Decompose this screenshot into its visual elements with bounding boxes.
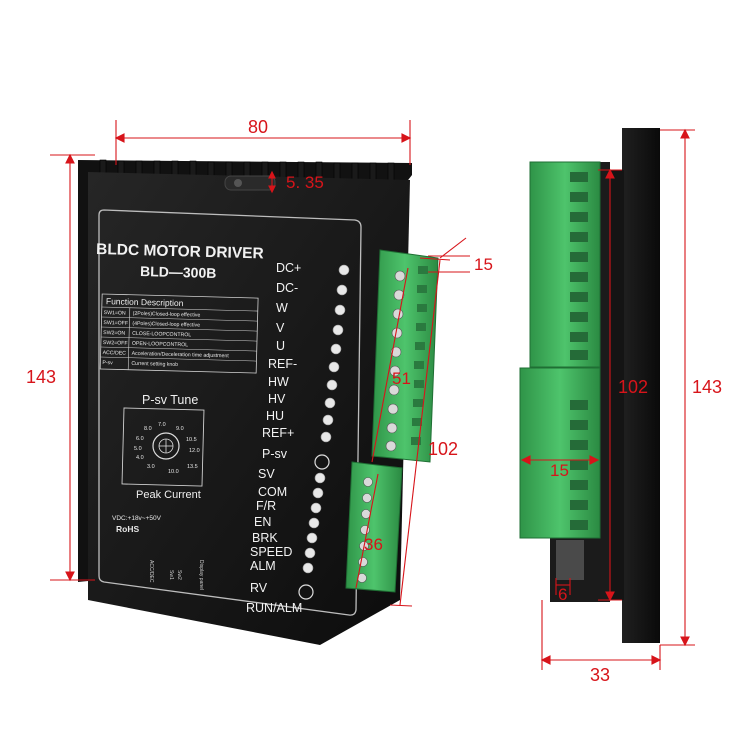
terminal-label: RUN/ALM — [246, 601, 302, 615]
function-desc: Acceleration/Deceleration time adjustmen… — [132, 351, 230, 360]
side-label-acc: ACC/DEC — [148, 560, 154, 583]
dimension-terminal-block-top: 51 — [392, 369, 411, 388]
dimension-side-height: 143 — [692, 377, 723, 397]
dimension-side-depth: 33 — [590, 665, 611, 685]
knob-panel: 7.0 8.0 9.0 6.0 10.5 5.0 12.0 4.0 3.0 10… — [121, 407, 205, 487]
dimension-terminal-length: 102 — [428, 439, 459, 459]
terminal-screws — [298, 264, 350, 600]
knob-scale-label: 4.0 — [136, 455, 144, 461]
terminal-label: BRK — [252, 531, 278, 545]
function-desc: Current setting knob — [131, 361, 178, 368]
terminal-label: V — [276, 321, 285, 335]
terminal-label: U — [276, 339, 285, 353]
function-key: SW1=ON — [104, 310, 126, 317]
side-label-sw2: Sw2 — [176, 570, 182, 580]
dimension-width: 80 — [248, 117, 269, 137]
knob-scale-label: 7.0 — [158, 422, 166, 428]
function-desc: CLOSE-LOOPCONTROL — [132, 331, 191, 339]
dimension-side-block-width: 15 — [550, 461, 569, 480]
dimension-terminal-block-bottom: 36 — [364, 535, 383, 554]
knob-scale-label: 10.0 — [168, 469, 179, 475]
product-model: BLD—300B — [140, 263, 217, 281]
function-table-header: Function Description — [106, 296, 184, 308]
terminal-label: F/R — [256, 499, 276, 513]
side-terminal-block-top[interactable] — [529, 161, 601, 368]
terminal-label: W — [276, 301, 288, 315]
dimension-hole: 5. 35 — [286, 173, 324, 192]
function-key: ACC/DEC — [103, 350, 127, 357]
function-desc: OPEN-LOOPCONTROL — [132, 341, 188, 348]
knob-scale-label: 10.5 — [186, 437, 197, 443]
knob-title: P-sv Tune — [142, 393, 198, 407]
terminal-label: P-sv — [262, 447, 288, 461]
function-desc: (2Poles)Closed-loop effective — [133, 311, 201, 319]
terminal-label: HW — [268, 375, 289, 389]
knob-scale-label: 8.0 — [144, 426, 152, 432]
side-label-sw1: Sw1 — [168, 570, 174, 580]
function-key: SW2=ON — [103, 330, 125, 337]
terminal-label: SV — [258, 467, 275, 481]
dimension-terminal-offset: 15 — [474, 255, 493, 274]
knob-scale-label: 9.0 — [176, 426, 184, 432]
knob-subtitle: Peak Current — [136, 489, 201, 501]
terminal-label: DC- — [276, 281, 298, 295]
terminal-label: REF- — [268, 357, 297, 371]
knob-scale-label: 6.0 — [136, 436, 144, 442]
voltage-label: VDC:+18v~+50V — [112, 515, 162, 522]
terminal-label: HU — [266, 409, 284, 423]
dimension-lines — [50, 120, 695, 670]
knob-scale-label: 3.0 — [147, 464, 155, 470]
function-desc: (4Poles)Closed-loop effective — [132, 321, 200, 329]
product-title: BLDC MOTOR DRIVER — [96, 241, 264, 262]
terminal-label: COM — [258, 485, 287, 499]
terminal-label: RV — [250, 581, 268, 595]
knob-scale-label: 5.0 — [134, 446, 142, 452]
front-view-housing — [78, 159, 412, 645]
dimension-height-left: 143 — [26, 367, 57, 387]
terminal-label: ALM — [250, 559, 276, 573]
terminal-label: HV — [268, 392, 286, 406]
function-key: SW2=OFF — [103, 340, 128, 347]
terminal-label: EN — [254, 515, 271, 529]
dimension-side-small: 6 — [558, 585, 568, 604]
terminal-label: REF+ — [262, 426, 294, 440]
side-terminal-block-bottom[interactable] — [519, 367, 601, 539]
front-terminal-block-bottom[interactable] — [345, 461, 403, 593]
function-key: SW1=OFF — [103, 320, 128, 327]
knob-scale-label: 13.5 — [187, 464, 198, 470]
front-terminal-block-top[interactable] — [371, 249, 439, 463]
knob[interactable] — [152, 432, 180, 460]
function-key: P-sv — [102, 360, 113, 366]
terminal-label: DC+ — [276, 261, 301, 275]
dimension-side-terminal-length: 102 — [618, 377, 649, 397]
knob-scale-label: 12.0 — [189, 448, 200, 454]
function-description-table: Function Description SW1=ON (2Poles)Clos… — [99, 293, 259, 374]
side-view — [519, 128, 660, 643]
terminal-label: SPEED — [250, 545, 292, 559]
side-label-display: Display panel — [198, 560, 204, 590]
rohs-label: RoHS — [116, 524, 139, 534]
